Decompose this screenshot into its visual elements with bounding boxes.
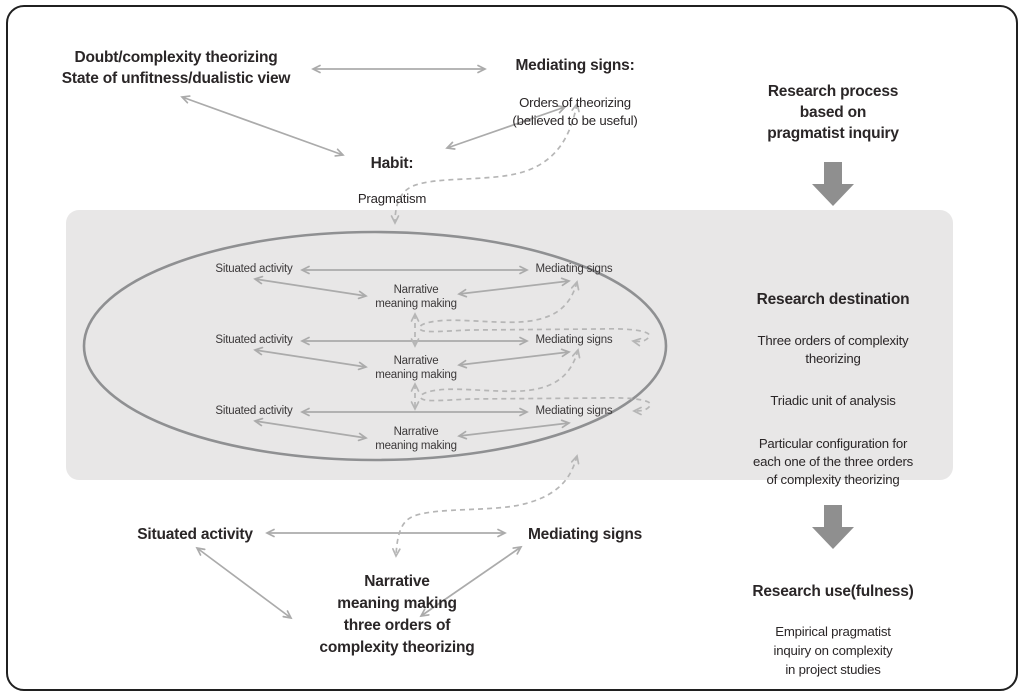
row1-situated-activity-label: Situated activity — [215, 263, 293, 275]
row2-narrative-label: Narrative meaning making — [375, 355, 457, 381]
research-destination-block: Research destination Three orders of com… — [731, 272, 935, 507]
triadic-unit-ellipse — [82, 230, 668, 462]
research-process-block: Research process based on pragmatist inq… — [767, 83, 899, 142]
dashed-arrow-row1-to-row2 — [418, 280, 651, 347]
mediating-signs-top-block: Mediating signs: Orders of theorizing (b… — [465, 38, 685, 148]
arrow-bottom-narrative-mediating — [419, 545, 523, 618]
block-arrow-process-to-destination — [812, 162, 854, 206]
research-destination-point-1: Three orders of complexity theorizing — [757, 333, 909, 366]
habit-subtitle: Pragmatism — [357, 191, 427, 206]
arrow-row1-situated-narrative — [253, 275, 368, 300]
block-arrow-destination-to-use — [812, 505, 854, 549]
research-destination-title: Research destination — [756, 291, 910, 308]
research-destination-point-2: Triadic unit of analysis — [770, 393, 896, 408]
mediating-signs-top-subtitle: Orders of theorizing (believed to be use… — [512, 95, 638, 128]
research-use-subtitle: Empirical pragmatist inquiry on complexi… — [773, 624, 893, 677]
habit-block: Habit: Pragmatism — [312, 137, 472, 225]
row1-narrative-label: Narrative meaning making — [375, 284, 457, 310]
dashed-arrow-ellipse-to-bottom-triad — [392, 454, 580, 558]
doubt-complexity-block: Doubt/complexity theorizing State of unf… — [61, 49, 291, 87]
row2-situated-activity-label: Situated activity — [215, 334, 293, 346]
bottom-narrative-label: Narrative meaning making three orders of… — [319, 573, 475, 656]
habit-title: Habit: — [370, 155, 414, 172]
arrow-row3-narrative-mediating — [457, 419, 571, 440]
row1-mediating-signs-label: Mediating signs — [535, 263, 613, 275]
arrow-bottom-situated-narrative — [195, 546, 293, 620]
arrow-doubt-habit — [180, 95, 345, 157]
bottom-mediating-signs-label: Mediating signs — [527, 526, 643, 543]
row3-mediating-signs-label: Mediating signs — [535, 405, 613, 417]
research-destination-point-3: Particular configuration for each one of… — [752, 436, 914, 487]
dashed-arrow-row2-to-row3 — [419, 348, 652, 416]
bottom-situated-activity-label: Situated activity — [137, 526, 253, 543]
row2-mediating-signs-label: Mediating signs — [535, 334, 613, 346]
research-use-block: Research use(fulness) Empirical pragmati… — [731, 564, 935, 696]
arrow-row2-narrative-mediating — [457, 348, 571, 369]
mediating-signs-top-title: Mediating signs: — [515, 57, 635, 74]
row3-narrative-label: Narrative meaning making — [375, 426, 457, 452]
arrow-row3-situated-narrative — [253, 417, 368, 442]
research-use-title: Research use(fulness) — [752, 583, 914, 600]
dashed-arrow-mediating-to-ellipse — [390, 102, 580, 225]
arrow-row2-situated-narrative — [253, 346, 368, 371]
row3-situated-activity-label: Situated activity — [215, 405, 293, 417]
arrow-row1-narrative-mediating — [457, 277, 571, 298]
